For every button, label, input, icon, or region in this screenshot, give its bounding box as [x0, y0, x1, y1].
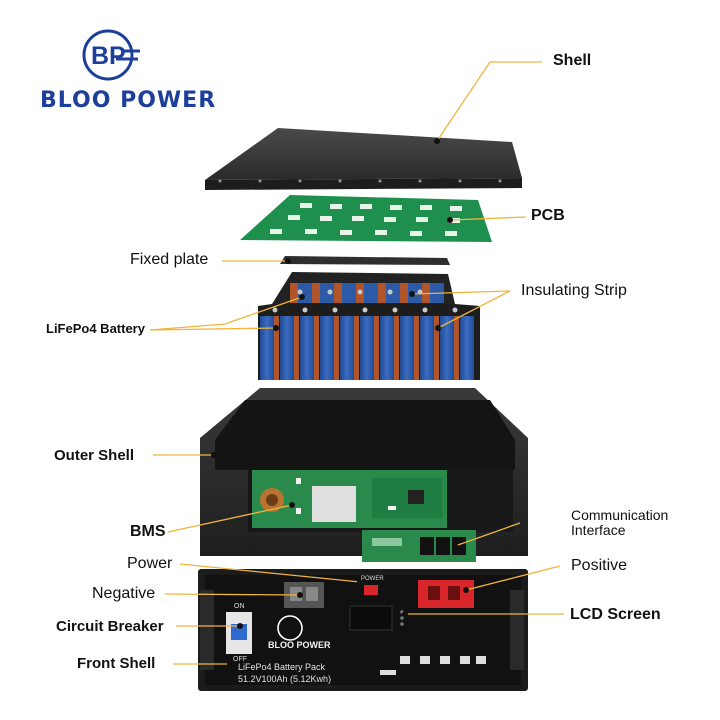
fixed-plate	[280, 256, 450, 265]
label-lifepo4-battery: LiFePo4 Battery	[46, 321, 145, 336]
lifepo4-cell-block	[258, 304, 480, 380]
front-brand-name: BLOO POWER	[268, 640, 331, 650]
front-breaker-on-label: ON	[234, 603, 245, 610]
label-front-shell: Front Shell	[77, 655, 156, 672]
label-pcb: PCB	[531, 207, 565, 224]
label-insulating-strip: Insulating Strip	[521, 282, 627, 299]
brand-name: BLOO POWER	[40, 88, 217, 113]
label-shell: Shell	[553, 52, 592, 69]
front-breaker-off-label: OFF	[233, 656, 247, 663]
front-shell-case	[198, 569, 528, 691]
label-bms: BMS	[130, 523, 166, 540]
label-communication-line1: Communication	[571, 507, 669, 523]
label-circuit-breaker: Circuit Breaker	[56, 618, 164, 635]
front-product-line1: LiFePo4 Battery Pack	[238, 662, 326, 672]
top-shell-lid	[205, 128, 522, 190]
label-positive: Positive	[571, 557, 628, 574]
label-lcd-screen: LCD Screen	[570, 606, 661, 623]
front-product-line2: 51.2V100Ah (5.12Kwh)	[238, 674, 332, 684]
pcb-board	[240, 195, 492, 242]
leader-lines	[149, 61, 564, 665]
communication-interface-board	[362, 530, 476, 562]
front-power-label: POWER	[361, 576, 384, 582]
label-power: Power	[127, 555, 173, 572]
insulating-strip-layer	[272, 272, 455, 304]
brand-monogram: BP	[91, 42, 126, 70]
bms-board	[252, 470, 447, 528]
callout-dots	[211, 138, 469, 667]
label-negative: Negative	[92, 585, 156, 602]
label-fixed-plate: Fixed plate	[130, 251, 209, 268]
label-outer-shell: Outer Shell	[54, 447, 135, 464]
label-communication-line2: Interface	[571, 522, 626, 538]
